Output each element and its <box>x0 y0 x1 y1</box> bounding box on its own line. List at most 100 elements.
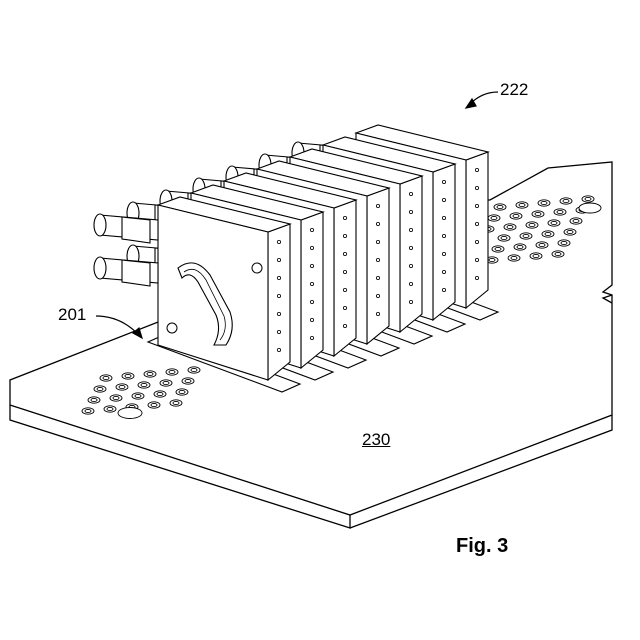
side-rivet <box>409 264 412 267</box>
board-hole <box>516 202 528 208</box>
reference-numeral-board: 230 <box>362 430 390 450</box>
board-hole <box>538 200 550 206</box>
board-hole <box>542 231 554 237</box>
board-hole <box>138 382 150 388</box>
board-hole <box>100 375 112 381</box>
side-rivet <box>442 252 445 255</box>
side-rivet <box>409 246 412 249</box>
module-side-plate <box>466 152 488 308</box>
side-rivet <box>376 258 379 261</box>
board-hole <box>554 209 566 215</box>
board-hole <box>508 255 520 261</box>
module-side-plate <box>433 164 455 320</box>
board-hole <box>122 373 134 379</box>
mounting-hole <box>167 323 177 333</box>
board-hole <box>148 402 160 408</box>
side-rivet <box>475 186 478 189</box>
board-hole <box>504 224 516 230</box>
side-rivet <box>409 300 412 303</box>
side-rivet <box>475 222 478 225</box>
module-side-plate <box>367 188 389 344</box>
side-rivet <box>277 348 280 351</box>
tube-collar <box>122 217 150 243</box>
board-hole <box>558 240 570 246</box>
board-hole <box>514 244 526 250</box>
board-mount-hole <box>118 408 142 419</box>
board-hole <box>560 198 572 204</box>
side-rivet <box>442 270 445 273</box>
module-side-plate <box>301 212 323 368</box>
side-rivet <box>442 180 445 183</box>
side-rivet <box>376 312 379 315</box>
side-rivet <box>442 288 445 291</box>
module-side-plate <box>268 224 290 380</box>
side-rivet <box>310 318 313 321</box>
side-rivet <box>475 168 478 171</box>
board-hole <box>570 218 582 224</box>
side-rivet <box>442 234 445 237</box>
side-rivet <box>442 198 445 201</box>
board-hole <box>82 408 94 414</box>
side-rivet <box>376 294 379 297</box>
side-rivet <box>277 258 280 261</box>
module-side-plate <box>334 200 356 356</box>
tube-collar <box>122 260 150 286</box>
side-rivet <box>343 306 346 309</box>
side-rivet <box>277 330 280 333</box>
side-rivet <box>376 276 379 279</box>
side-rivet <box>343 288 346 291</box>
side-rivet <box>442 216 445 219</box>
module-side-plate <box>400 176 422 332</box>
side-rivet <box>475 204 478 207</box>
side-rivet <box>409 228 412 231</box>
board-hole <box>154 391 166 397</box>
board-hole <box>492 246 504 252</box>
board-hole <box>488 215 500 221</box>
board-mount-hole <box>579 203 601 213</box>
side-rivet <box>409 282 412 285</box>
side-rivet <box>376 222 379 225</box>
side-rivet <box>310 300 313 303</box>
board-hole <box>182 378 194 384</box>
side-rivet <box>310 282 313 285</box>
mounting-hole <box>252 263 262 273</box>
side-rivet <box>310 246 313 249</box>
side-rivet <box>376 204 379 207</box>
side-rivet <box>277 240 280 243</box>
board-hole <box>582 196 594 202</box>
board-hole <box>116 384 128 390</box>
side-rivet <box>343 252 346 255</box>
side-rivet <box>475 276 478 279</box>
board-hole <box>494 204 506 210</box>
side-rivet <box>310 336 313 339</box>
board-hole <box>144 371 156 377</box>
board-hole <box>132 393 144 399</box>
board-hole <box>548 220 560 226</box>
figure-caption: Fig. 3 <box>456 535 508 558</box>
side-rivet <box>376 240 379 243</box>
board-hole <box>160 380 172 386</box>
board-hole <box>88 397 100 403</box>
board-hole <box>166 369 178 375</box>
side-rivet <box>310 264 313 267</box>
side-rivet <box>277 276 280 279</box>
board-hole <box>104 406 116 412</box>
side-rivet <box>475 258 478 261</box>
tube-end-cap <box>94 257 106 279</box>
side-rivet <box>409 210 412 213</box>
board-hole <box>564 229 576 235</box>
reference-numeral-assembly: 222 <box>500 80 528 100</box>
leader-arrow-201 <box>96 316 142 338</box>
board-hole <box>170 400 182 406</box>
board-hole <box>526 222 538 228</box>
side-rivet <box>343 234 346 237</box>
board-hole <box>536 242 548 248</box>
side-rivet <box>310 228 313 231</box>
leader-arrow-222 <box>466 92 498 108</box>
board-hole <box>520 233 532 239</box>
board-hole <box>176 389 188 395</box>
board-hole <box>498 235 510 241</box>
side-rivet <box>409 192 412 195</box>
board-hole <box>530 253 542 259</box>
